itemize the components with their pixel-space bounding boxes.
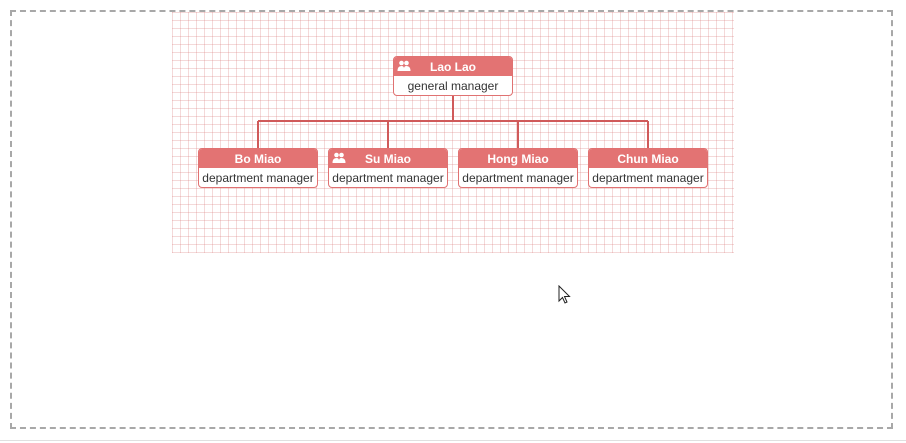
node-role: general manager [407,78,499,93]
node-name: Bo Miao [234,151,282,166]
node-name: Chun Miao [617,151,679,166]
mouse-cursor-icon [558,285,571,304]
node-name: Hong Miao [487,151,549,166]
orgchart-canvas [172,12,734,253]
group-icon [332,152,346,163]
node-name: Su Miao [364,151,411,166]
page-divider [0,440,906,441]
node-name: Lao Lao [429,59,476,74]
node-title-bar: Su Miao [329,149,447,168]
org-node-bo-miao[interactable]: Bo Miao department manager [198,148,318,188]
node-role: department manager [332,170,444,185]
node-title-bar: Bo Miao [199,149,317,168]
node-title-bar: Lao Lao [394,57,512,76]
org-node-hong-miao[interactable]: Hong Miao department manager [458,148,578,188]
org-node-su-miao[interactable]: Su Miao department manager [328,148,448,188]
node-title-bar: Hong Miao [459,149,577,168]
chart-container-frame [10,10,893,429]
org-node-lao-lao[interactable]: Lao Lao general manager [393,56,513,96]
node-role: department manager [202,170,314,185]
org-node-chun-miao[interactable]: Chun Miao department manager [588,148,708,188]
node-title-bar: Chun Miao [589,149,707,168]
group-icon [397,60,411,71]
node-role: department manager [592,170,704,185]
node-role: department manager [462,170,574,185]
